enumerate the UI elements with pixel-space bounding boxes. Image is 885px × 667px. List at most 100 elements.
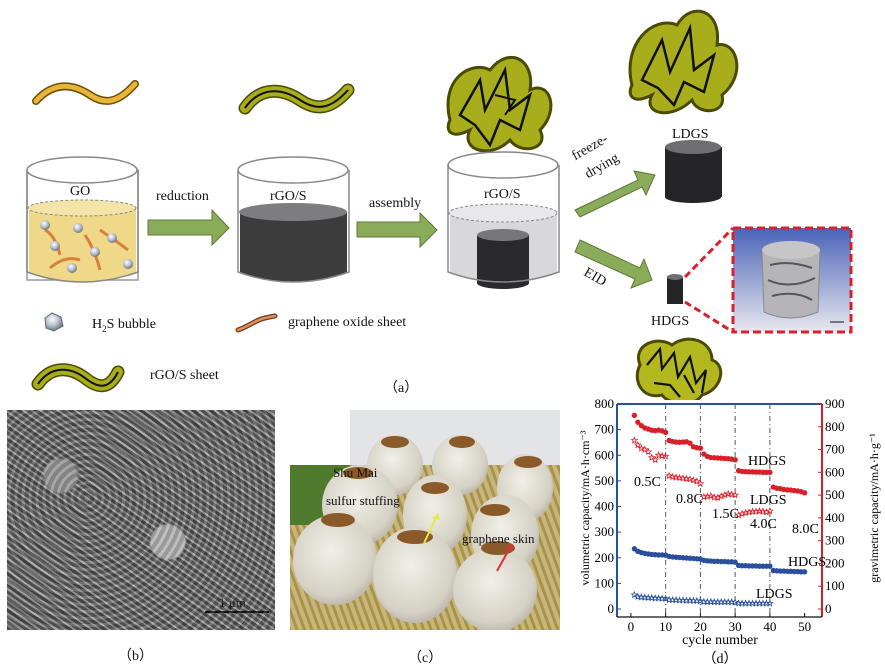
caption-b: （b）	[118, 649, 153, 664]
arrow-reduction-icon	[147, 208, 230, 247]
data-point	[651, 455, 660, 464]
h2s-bubble-icon	[44, 312, 64, 332]
y-right-tick-label: 400	[825, 510, 845, 525]
hdgs-network-icon	[635, 337, 723, 400]
reduction-label: reduction	[156, 189, 209, 204]
rgo-sheet-legend-icon	[31, 363, 125, 393]
go-sheet-icon-fill	[33, 81, 138, 104]
y-right-tick-label: 500	[825, 487, 845, 502]
go-sheet-legend-label: graphene oxide sheet	[288, 315, 407, 330]
data-point	[661, 594, 670, 603]
y-right-tick-label: 0	[825, 601, 832, 616]
data-point	[801, 490, 808, 496]
y-right-tick-label: 800	[825, 419, 845, 434]
data-point	[686, 475, 694, 483]
data-point	[767, 563, 773, 569]
arrow-assembly-icon	[356, 211, 438, 249]
y-right-tick-label: 200	[825, 555, 845, 570]
y-left-tick-label: 600	[595, 447, 615, 462]
data-point	[658, 451, 667, 460]
h2s-bubble-legend-label: H2S bubble	[92, 318, 156, 334]
chart-data-layer	[630, 412, 808, 607]
beaker-rgo-label: rGO/S	[270, 189, 307, 204]
series-ldgs-volumetric	[630, 590, 774, 607]
series-label-hdgs-grav: HDGS	[748, 454, 786, 469]
rate-label-4.0c: 4.0C	[750, 517, 777, 532]
beaker-go-icon	[26, 156, 139, 283]
y-right-tick-label: 700	[825, 442, 845, 457]
beaker-gel-label: rGO/S	[484, 187, 521, 202]
x-tick-label: 40	[763, 619, 776, 634]
dumpling	[293, 513, 377, 605]
data-point	[696, 479, 705, 488]
scale-bar	[205, 611, 269, 613]
caption-a: （a）	[384, 381, 419, 396]
hdgs-label: HDGS	[651, 314, 690, 329]
data-point	[644, 447, 653, 456]
rgo-network-icon	[446, 56, 553, 153]
sulfur-stuffing-label: sulfur stuffing	[326, 493, 400, 508]
data-point	[630, 436, 639, 444]
data-point	[732, 559, 738, 565]
y-axis-left-label: volumetric capacity/mA·h·cm⁻³	[580, 430, 592, 585]
panel-a-schematic	[26, 9, 853, 400]
data-point	[710, 493, 719, 501]
graphene-skin-label: graphene skin	[462, 531, 535, 546]
data-point	[689, 476, 698, 484]
rate-label-0.5c: 0.5C	[634, 475, 661, 490]
y-right-tick-label: 900	[825, 396, 845, 411]
data-point	[630, 590, 639, 599]
data-point	[759, 507, 767, 515]
data-point	[727, 490, 736, 498]
ldgs-label: LDGS	[672, 127, 709, 142]
hdgs-cylinder-icon	[667, 274, 683, 304]
y-left-tick-label: 500	[595, 473, 615, 488]
y-left-tick-label: 0	[608, 601, 615, 616]
data-point	[801, 569, 808, 575]
skin-arrow-head-icon	[506, 544, 514, 551]
y-left-tick-label: 700	[595, 422, 615, 437]
data-point	[724, 489, 733, 498]
arrow-eid-icon	[574, 239, 653, 289]
data-point	[765, 506, 774, 515]
beaker-gel-icon	[447, 151, 560, 289]
rgo-sheet-legend-label: rGO/S sheet	[150, 368, 219, 383]
data-point	[699, 492, 708, 501]
arrow-freeze-drying-icon	[574, 170, 656, 218]
data-point	[675, 473, 684, 482]
x-tick-label: 0	[628, 619, 635, 634]
inset-connector-line	[684, 300, 734, 334]
h2s-rest: S bubble	[106, 317, 157, 332]
rate-label-0.8c: 0.8C	[676, 492, 703, 507]
data-point	[697, 445, 704, 451]
data-point	[654, 451, 663, 459]
data-point	[731, 598, 740, 606]
data-point	[633, 592, 642, 601]
go-sheet-legend-icon-fill	[236, 314, 277, 332]
sem-image: 1 μm	[7, 410, 275, 630]
rate-label-8.0c: 8.0C	[792, 522, 819, 537]
y-left-tick-label: 300	[595, 524, 615, 539]
data-point	[662, 429, 669, 436]
scale-bar-label: 1 μm	[219, 595, 246, 610]
data-point	[696, 596, 705, 605]
y-axis-right-label: gravimetric capacity/mA·h·g⁻¹	[867, 433, 881, 583]
y-left-tick-label: 800	[595, 396, 615, 411]
beaker-go-label: GO	[70, 184, 91, 199]
data-point	[755, 506, 764, 515]
shumai-photo-drawing	[290, 410, 560, 630]
x-axis-label: cycle number	[682, 633, 758, 648]
stuffing-arrow-head-icon	[432, 514, 440, 520]
rgo-sheet-icon	[238, 83, 355, 115]
data-point	[767, 469, 773, 476]
x-tick-label: 50	[798, 619, 811, 634]
data-point	[679, 474, 687, 482]
x-tick-label: 20	[694, 619, 707, 634]
data-point	[661, 452, 670, 460]
data-point	[752, 507, 760, 515]
series-ldgs-gravimetric	[630, 436, 774, 519]
rate-label-1.5c: 1.5C	[712, 507, 739, 522]
series-hdgs-volumetric	[631, 546, 808, 575]
x-tick-label: 30	[729, 619, 742, 634]
